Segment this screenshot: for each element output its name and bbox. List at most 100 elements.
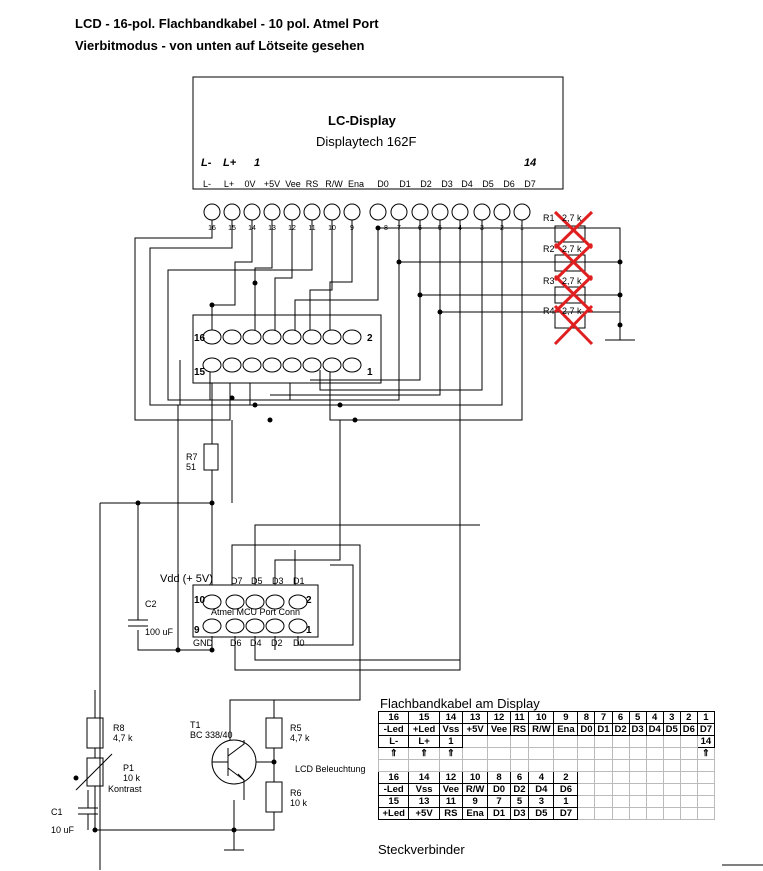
pin-number: 9	[350, 225, 354, 232]
table-cell: D5	[528, 807, 555, 820]
table-cell: Vss	[408, 783, 440, 796]
p1-kontrast-label: Kontrast	[108, 784, 142, 794]
pin-name: D5	[482, 179, 494, 189]
table-cell: 7	[594, 711, 613, 724]
table-cell: R/W	[528, 723, 555, 736]
table-cell: 7	[487, 795, 511, 808]
table-cell: -Led	[377, 783, 410, 796]
r6-value: 10 k	[290, 798, 308, 808]
display-top-label-lminus: L-	[201, 157, 212, 169]
r7-value: 51	[186, 462, 196, 472]
pin-name: RS	[306, 179, 319, 189]
ribbon-cable-table: 16 15 14 13 12 11 10 9 8 7 6 5 4 3 2 1 -…	[377, 711, 716, 820]
table-cell: 10	[461, 771, 489, 784]
atmel-pin-1: 1	[306, 625, 312, 636]
table-cell	[553, 735, 579, 748]
conn-pin-2: 2	[367, 333, 373, 344]
atmel-pin-2: 2	[306, 595, 312, 606]
table-cell: Vee	[487, 723, 511, 736]
p1-label: P1	[123, 763, 134, 773]
table-cell: 13	[461, 711, 489, 724]
r5-value: 4,7 k	[290, 733, 310, 743]
table-cell: 4	[528, 771, 555, 784]
table-cell: +Led	[408, 723, 440, 736]
pin-name: D4	[461, 179, 473, 189]
table-cell: 9	[461, 795, 489, 808]
pin-number: 13	[268, 225, 276, 232]
r8-resistor	[86, 717, 104, 749]
table-cell	[461, 747, 489, 760]
table-cell: 5	[628, 711, 647, 724]
table-cell: 15	[377, 795, 410, 808]
pin-name: D6	[503, 179, 515, 189]
table-cell: 12	[438, 771, 464, 784]
r6-resistor	[265, 781, 283, 813]
pin-number: 16	[208, 225, 216, 232]
pin-number: 7	[397, 225, 401, 232]
r8-label: R8	[113, 723, 125, 733]
atmel-bottom-d2: D2	[271, 638, 283, 648]
p1-value: 10 k	[123, 773, 141, 783]
table-cell: 9	[553, 711, 579, 724]
table-cell: D7	[553, 807, 579, 820]
table-cell	[509, 735, 530, 748]
table-cell: 16	[377, 771, 410, 784]
atmel-top-d3: D3	[272, 576, 284, 586]
table-cell: D6	[679, 723, 698, 736]
table-cell: 13	[408, 795, 440, 808]
table-cell: RS	[509, 723, 530, 736]
crossed-out-resistors	[553, 210, 594, 346]
r2-value: 2,7 k	[562, 244, 582, 254]
pin-number: 11	[308, 225, 315, 232]
table-cell: 15	[408, 711, 440, 724]
arrow-up-icon: ⇑	[408, 747, 440, 760]
table-cell	[377, 759, 410, 772]
table-cell: 6	[611, 711, 630, 724]
table-cell: 8	[487, 771, 511, 784]
pin-name: D3	[441, 179, 453, 189]
table-cell: D2	[509, 783, 530, 796]
c1-label: C1	[51, 807, 63, 817]
table-cell: D7	[696, 723, 716, 736]
pin-name: R/W	[325, 179, 343, 189]
pin-number: 4	[458, 225, 462, 232]
table-cell: 12	[487, 711, 511, 724]
r4-value: 2,7 k	[562, 306, 582, 316]
diagram-subtitle: Vierbitmodus - von unten auf Lötseite ge…	[75, 38, 365, 53]
atmel-bottom-gnd: GND	[193, 638, 214, 648]
table-cell: D4	[528, 783, 555, 796]
table-cell: +5V	[461, 723, 489, 736]
table-cell: D0	[577, 723, 596, 736]
table-cell	[528, 747, 555, 760]
table-cell	[509, 747, 530, 760]
table-cell	[645, 735, 664, 748]
table-cell	[487, 735, 511, 748]
pin-name: L-	[203, 179, 211, 189]
table-cell: 2	[553, 771, 579, 784]
table1-title: Flachbandkabel am Display	[380, 696, 540, 711]
table-cell: 14	[696, 735, 716, 748]
arrow-up-icon: ⇑	[696, 747, 716, 760]
atmel-bottom-d6: D6	[230, 638, 242, 648]
table-cell	[528, 735, 555, 748]
pin-name: D7	[524, 179, 536, 189]
table-cell: 14	[408, 771, 440, 784]
table-cell	[577, 747, 596, 760]
atmel-bottom-d4: D4	[250, 638, 262, 648]
table2-title: Steckverbinder	[378, 842, 465, 857]
table-cell: 11	[438, 795, 464, 808]
table-cell: D5	[662, 723, 681, 736]
table-cell: D6	[553, 783, 579, 796]
pin-name: L+	[224, 179, 234, 189]
r3-value: 2,7 k	[562, 276, 582, 286]
pin-number: 5	[438, 225, 442, 232]
table-cell: D3	[509, 807, 530, 820]
table-cell: +Led	[377, 807, 410, 820]
conn-pin-1: 1	[367, 367, 373, 378]
c1-value: 10 uF	[51, 825, 75, 835]
table-cell: 8	[577, 711, 596, 724]
table-cell: 3	[528, 795, 555, 808]
pin-name: Ena	[348, 179, 364, 189]
table-cell: 5	[509, 795, 530, 808]
pin-name: D1	[399, 179, 411, 189]
